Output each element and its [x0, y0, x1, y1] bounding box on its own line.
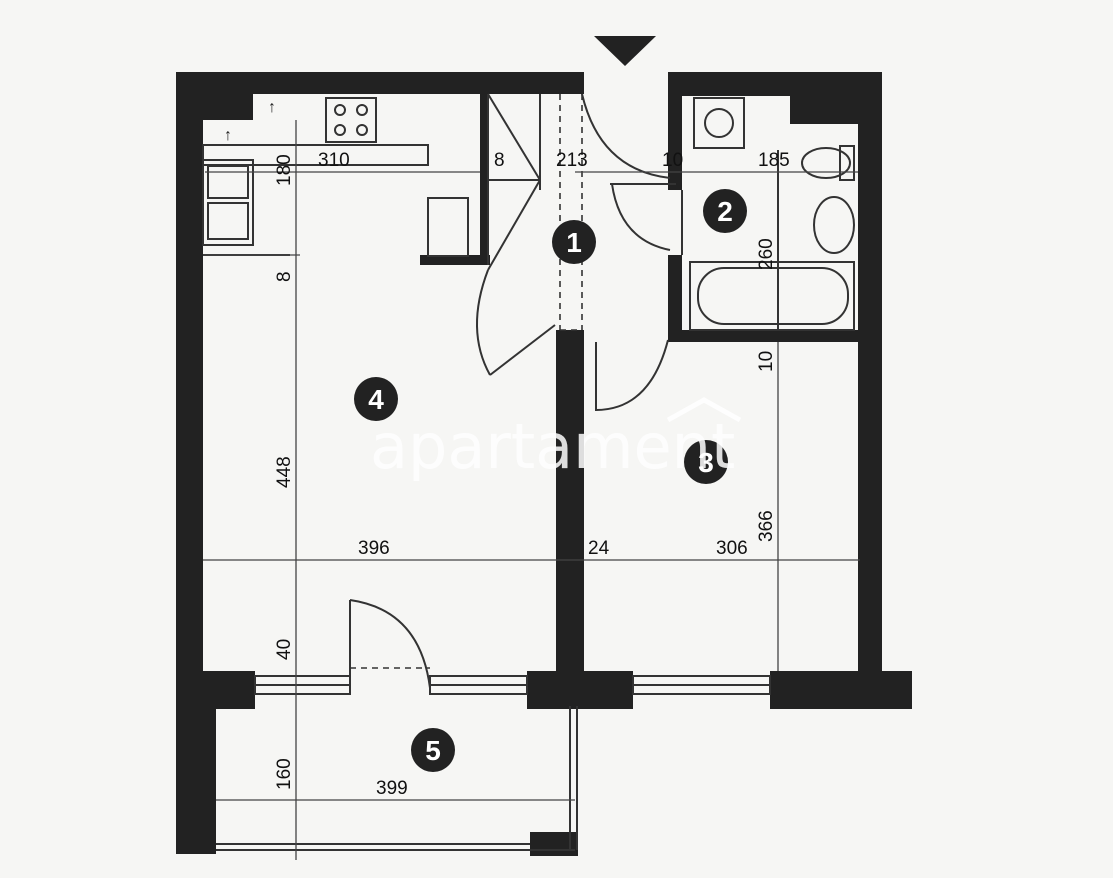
vent-arrow-left-icon: ↑: [268, 99, 276, 116]
windows: [254, 675, 771, 695]
dim-wall-40: 40: [274, 639, 295, 660]
dim-balcony-width: 399: [376, 778, 408, 799]
room-number-3: 3: [698, 447, 714, 478]
room-number-1: 1: [566, 227, 582, 258]
doors: [349, 93, 676, 689]
toilet-icon: [801, 147, 851, 179]
room-badge-5: 5: [411, 728, 455, 772]
watermark-house-icon: [666, 397, 742, 423]
room-number-4: 4: [368, 384, 384, 415]
bathtub-icon: [689, 261, 855, 331]
bathroom-fittings: [681, 97, 855, 331]
stove-icon: [325, 97, 377, 143]
dim-wall-8-left: 8: [274, 271, 295, 282]
room-badge-1: 1: [552, 220, 596, 264]
watermark-text: apartament: [370, 410, 735, 483]
dim-bedroom-width: 306: [716, 538, 748, 559]
vent-arrow-right-icon: ↑: [224, 127, 232, 144]
walls: [176, 72, 912, 856]
watermark: apartament: [370, 397, 742, 483]
sink-icon: [813, 196, 855, 254]
dim-bath-depth: 260: [756, 238, 777, 270]
dim-living-width: 396: [358, 538, 390, 559]
dimension-labels: 310 180 8 213 10 185 260 8 10 448 396 24…: [274, 150, 790, 799]
room-badge-3: 3: [684, 440, 728, 484]
dim-wall-10-right: 10: [756, 351, 777, 372]
room-number-5: 5: [425, 735, 441, 766]
kitchen-fittings: ↑ ↑: [202, 97, 469, 257]
dim-living-height: 448: [274, 456, 295, 488]
entrance-arrow-icon: [594, 36, 656, 66]
room-badge-2: 2: [703, 189, 747, 233]
washing-machine-icon: [693, 97, 745, 149]
dim-bedroom-height: 366: [756, 510, 777, 542]
dim-hall-width: 213: [556, 150, 588, 171]
dim-balcony-depth: 160: [274, 758, 295, 790]
room-badge-4: 4: [354, 377, 398, 421]
wardrobe: [487, 93, 583, 331]
dim-bath-width: 185: [758, 150, 790, 171]
dim-kitchen-depth: 180: [274, 154, 295, 186]
room-number-2: 2: [717, 196, 733, 227]
dim-wall-8-top: 8: [494, 150, 505, 171]
dim-partition: 24: [588, 538, 610, 559]
dim-wall-10-top: 10: [662, 150, 683, 171]
dim-kitchen-width: 310: [318, 150, 350, 171]
dimension-lines: [203, 120, 860, 860]
balcony-rails: [216, 706, 578, 851]
